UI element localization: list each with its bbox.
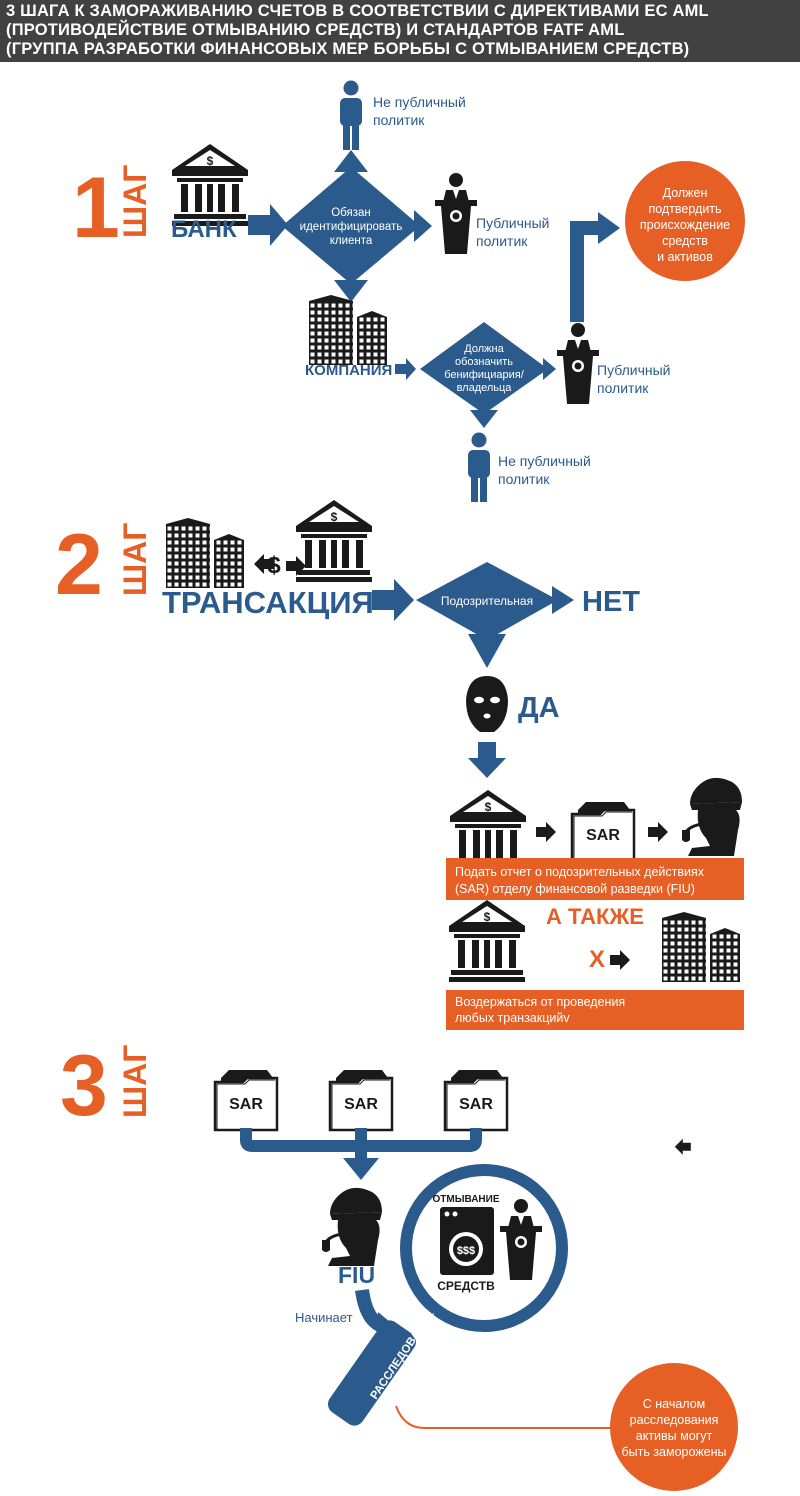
public-politician-icon [435,173,477,254]
arrow-to-verify-circle [570,212,620,322]
connector-line [395,1405,612,1429]
suspicious-diamond: Подозрительная [416,562,574,668]
public2-label-line-2: политик [597,380,649,396]
step3-number: 3 [60,1038,108,1134]
company-buildings-icon-refrain [662,912,740,982]
sar-folder-icon: SAR [570,800,636,864]
fiu-detective-icon [320,1186,384,1268]
diamond2-line-2: обозначить [455,356,513,368]
sar-collect-arrows [240,1128,482,1180]
nonpublic-label-line-2: политик [373,112,425,128]
header-title-line-3: (ГРУППА РАЗРАБОТКИ ФИНАНСОВЫХ МЕР БОРЬБЫ… [6,40,690,58]
diamond2-line-3: бенифициария/ [444,369,524,381]
step2-word: ШАГ [117,523,153,596]
refrain-line-1: Воздержаться от проведения [455,995,625,1009]
bank-icon-step2 [296,500,372,582]
cross-mark: X [589,946,605,973]
diamond1-line-2: идентифицировать [300,221,403,233]
arrow-right-blocked [610,950,630,970]
bank-icon-refrain [449,900,525,982]
verify-origin-circle: Должен подтвердить происхождение средств… [625,161,745,281]
public-label-line-1: Публичный [476,215,550,231]
dollar-sign: $ [267,552,281,579]
also-label: А ТАКЖЕ [546,904,644,929]
public-label-line-2: политик [476,233,528,249]
machine-dollars: $$$ [457,1245,475,1257]
arrow-sar-to-detective [648,822,668,842]
company-buildings-icon [309,295,387,365]
public2-label-line-1: Публичный [597,362,671,378]
sar2-label: SAR [344,1096,378,1113]
freeze-line-3: активы могут [636,1429,713,1443]
header-title-line-2: (ПРОТИВОДЕЙСТВИЕ ОТМЫВАНИЮ СРЕДСТВ) И СТ… [6,21,625,39]
company-buildings-icon-step2 [166,518,244,588]
bank-icon [172,144,248,226]
public-politician-2-icon [557,323,599,404]
step2-number: 2 [55,517,103,613]
arrow-company-to-diamond [395,358,416,380]
no-label: НЕТ [582,586,640,618]
sar1-label: SAR [229,1096,263,1113]
yes-label: ДА [518,692,560,724]
nonpublic-label-line-1: Не публичный [373,94,466,110]
nonpublic2-label-line-2: политик [498,471,550,487]
fiu-label: FIU [338,1262,375,1288]
arrow-transaction-to-diamond [372,579,414,621]
identify-client-diamond: Обязан идентифицировать клиента [282,150,432,302]
diamond2-line-4: владельца [457,382,513,394]
suspicious-label: Подозрительная [441,594,533,608]
freeze-line-2: расследования [630,1413,719,1427]
diamond1-line-1: Обязан [331,207,371,219]
nonpublic-person-icon [340,80,362,150]
washing-machine-icon: $$$ [440,1207,494,1275]
arrow-yes-down [468,742,506,778]
file-sar-box: Подать отчет о подозрительных действиях … [446,858,744,900]
arrow-bank-to-diamond [248,204,288,246]
sar3-label: SAR [459,1096,493,1113]
verify-line-3: происхождение [640,218,730,232]
sar-folder-3: SAR [443,1068,509,1132]
verify-line-5: и активов [657,250,713,264]
freeze-line-4: быть заморожены [621,1445,726,1459]
step1-word: ШАГ [117,165,153,238]
bank-label: БАНК [171,216,237,243]
transaction-label: ТРАНСАКЦИЯ [162,585,374,620]
step1-number: 1 [72,160,120,256]
refrain-line-2: любых транзакцийv [455,1011,570,1025]
file-sar-line-1: Подать отчет о подозрительных действиях [455,865,705,879]
verify-line-2: подтвердить [648,202,721,216]
sar-folder-2: SAR [328,1068,394,1132]
beneficiary-diamond: Должна обозначить бенифициария/ владельц… [420,322,556,428]
header-banner: 3 ШАГА К ЗАМОРАЖИВАНИЮ СЧЕТОВ В СООТВЕТС… [0,0,800,62]
diamond1-line-3: клиента [330,235,373,247]
arrow-bank-to-sar [536,822,556,842]
freeze-assets-circle: С началом расследования активы могут быт… [610,1363,738,1491]
arrow-left-blocked [674,1138,691,1155]
masked-criminal-icon [466,676,508,732]
refrain-box: Воздержаться от проведения любых транзак… [446,990,744,1030]
file-sar-line-2: (SAR) отделу финансовой разведки (FIU) [455,882,695,896]
starts-label: Начинает [295,1310,353,1325]
verify-line-1: Должен [663,186,708,200]
freeze-line-1: С началом [643,1397,706,1411]
laundering-label-bottom: СРЕДСТВ [437,1279,495,1293]
company-label: КОМПАНИЯ [305,362,392,379]
laundering-label-top: ОТМЫВАНИЕ [432,1194,499,1205]
sar-label: SAR [586,827,620,844]
detective-icon [680,776,744,858]
verify-line-4: средств [662,234,708,248]
sar-folder-1: SAR [213,1068,279,1132]
header-title-line-1: 3 ШАГА К ЗАМОРАЖИВАНИЮ СЧЕТОВ В СООТВЕТС… [6,2,709,20]
step3-word: ШАГ [117,1045,153,1118]
diamond2-line-1: Должна [464,343,504,355]
nonpublic-person-2-icon [468,432,490,502]
nonpublic2-label-line-1: Не публичный [498,453,591,469]
